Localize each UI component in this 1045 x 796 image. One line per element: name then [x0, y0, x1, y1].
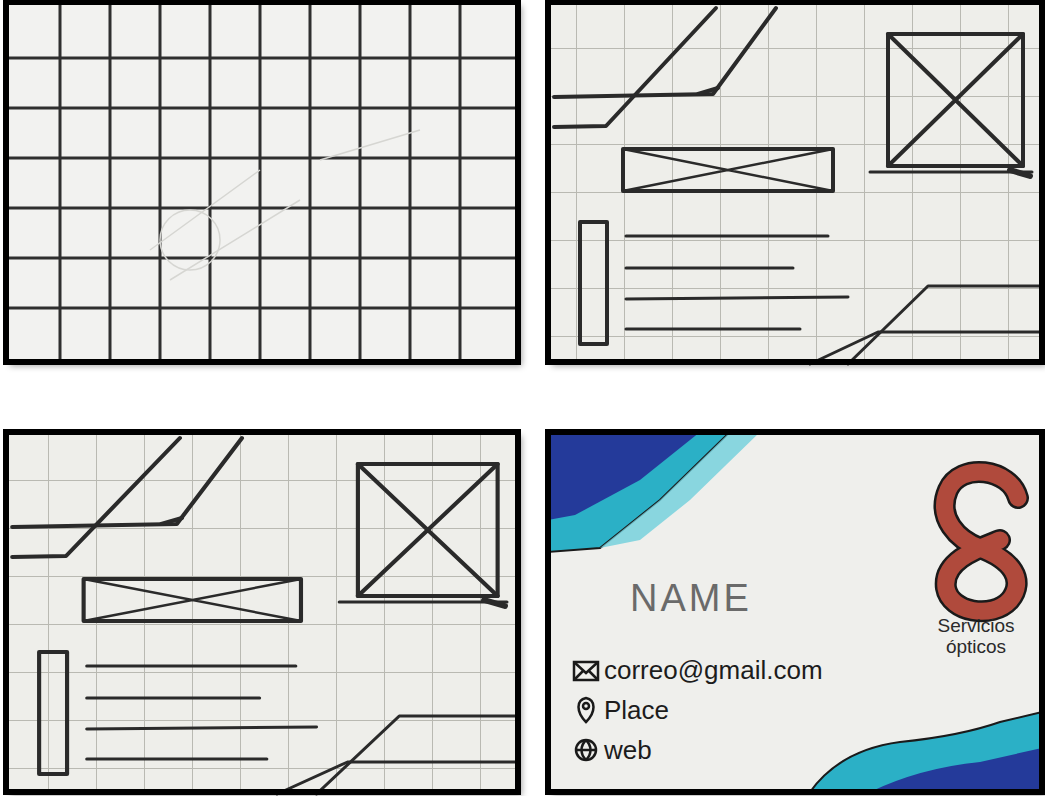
web-text: web — [604, 736, 652, 765]
card-panel — [548, 432, 1042, 792]
grid-panel — [6, 2, 518, 362]
place-text: Place — [604, 696, 669, 725]
email-text: correo@gmail.com — [604, 656, 823, 685]
name-text: NAME — [630, 578, 752, 620]
wireframe-panel — [548, 2, 1042, 364]
brand-text: Servicios ópticos — [918, 616, 1034, 658]
wireframe-panel — [6, 432, 518, 794]
